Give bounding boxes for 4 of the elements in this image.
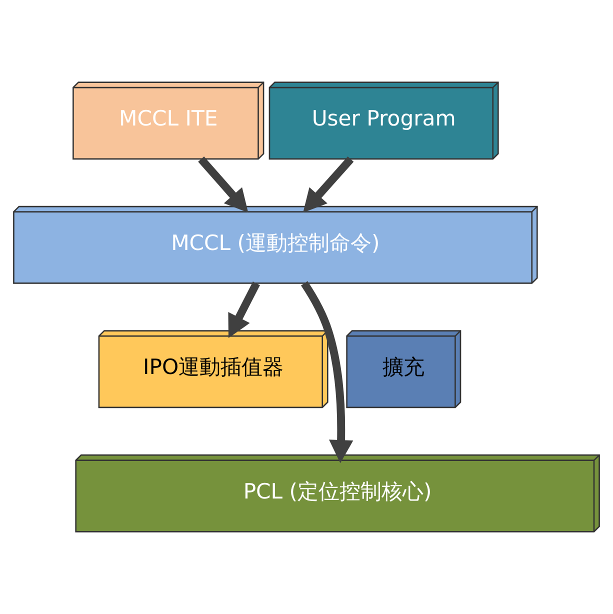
arrow — [198, 156, 248, 213]
arrow — [303, 156, 354, 213]
arrow — [300, 281, 354, 464]
arrow — [228, 282, 260, 338]
